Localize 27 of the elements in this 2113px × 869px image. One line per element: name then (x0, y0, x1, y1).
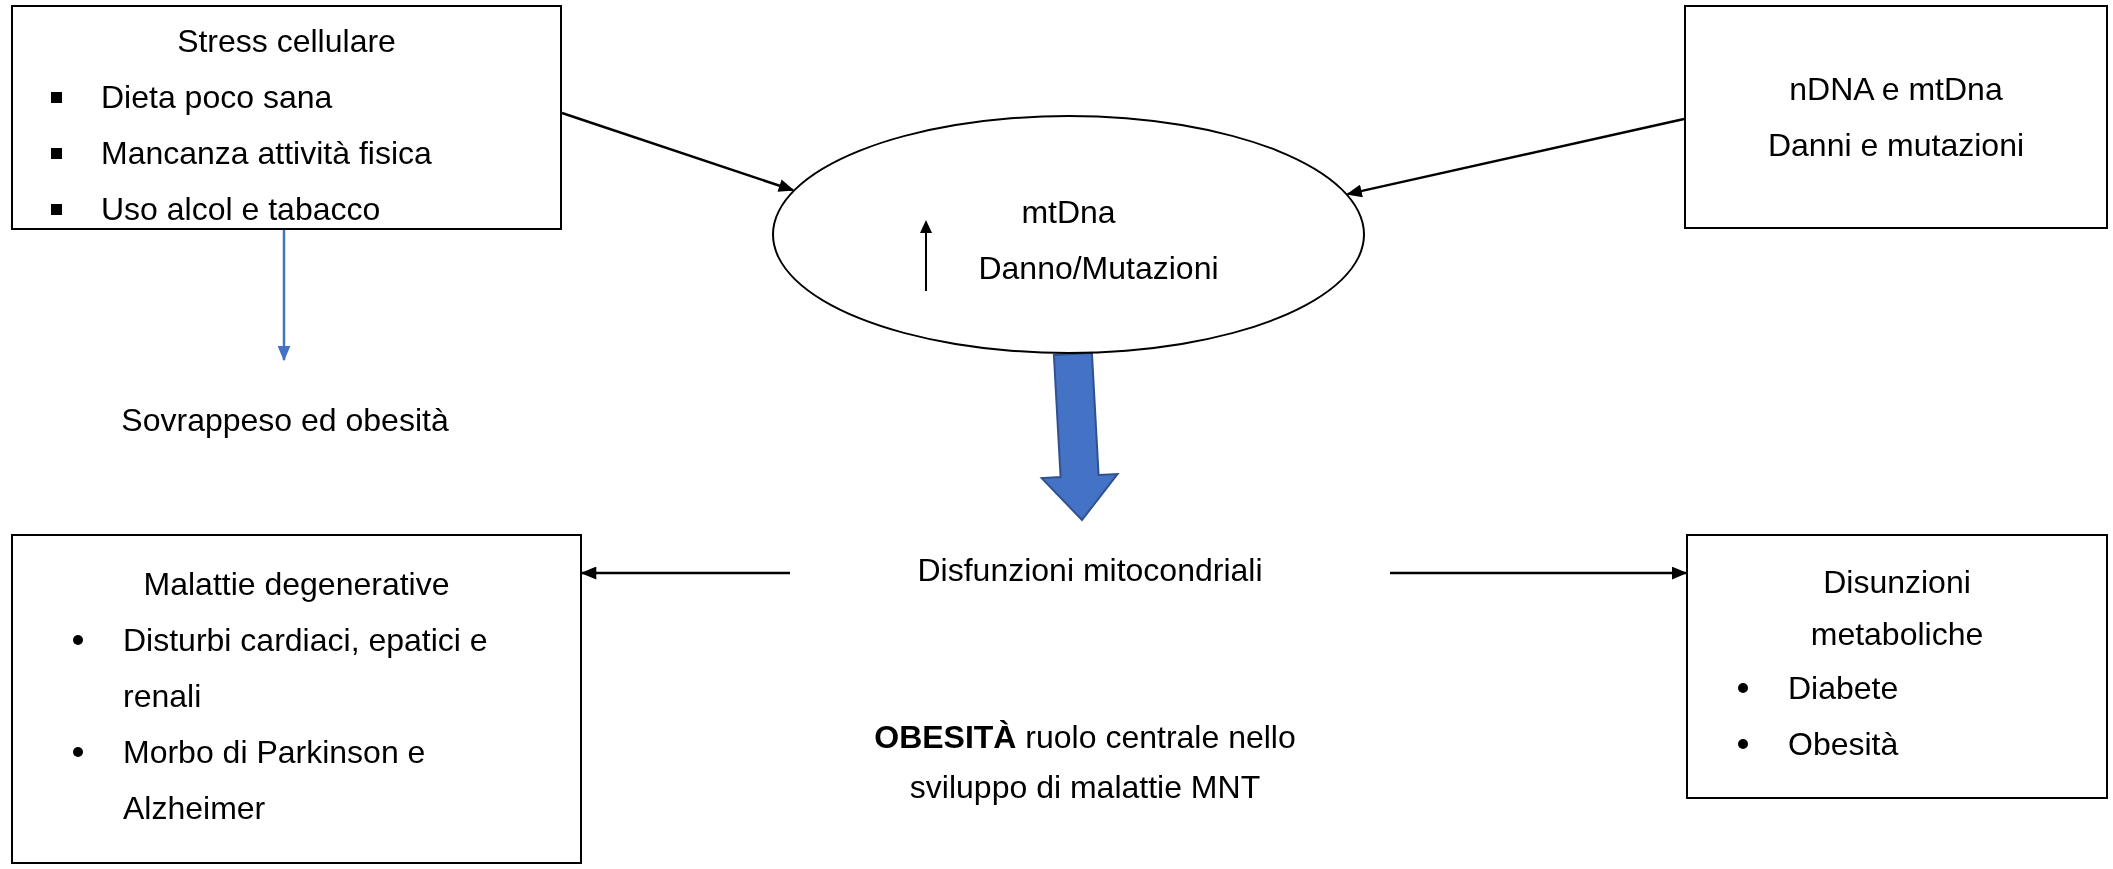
arrow (561, 111, 795, 192)
cause-box (1684, 5, 2108, 229)
list-item: Morbo di Parkinson e Alzheimer (43, 724, 550, 836)
oval-node (772, 115, 1365, 354)
arrow (277, 230, 291, 362)
cause-box (11, 5, 562, 230)
outcome-box (11, 534, 582, 864)
note-text: OBESITÀ ruolo centrale nello sviluppo di malattie MNT (873, 718, 1297, 807)
node-text: Danno/Mutazioni (978, 248, 1219, 288)
node-text: Disfunzioni mitocondriali (917, 551, 1263, 590)
box-heading: Malattie degenerative (143, 565, 450, 604)
node-text: Sovrappeso ed obesità (121, 401, 449, 440)
arrow (1390, 566, 1688, 580)
list-item: Mancanza attività fisica (43, 125, 530, 181)
arrow (580, 566, 790, 580)
box-heading: Stress cellulare (177, 22, 396, 61)
list-item: Disturbi cardiaci, epatici e renali (43, 612, 550, 724)
list-item: Diabete (1708, 660, 2086, 716)
arrow (1346, 117, 1685, 198)
block-arrow (1039, 351, 1120, 522)
box-heading: Disunzioni metaboliche (1809, 563, 1985, 654)
list-item: Obesità (1708, 716, 2086, 772)
list-item: Dieta poco sana (43, 69, 530, 125)
node-text: mtDna (1021, 192, 1116, 232)
node-text: nDNA e mtDna Danni e mutazioni (1766, 70, 2026, 165)
list-item: Uso alcol e tabacco (43, 181, 530, 237)
outcome-box (1686, 534, 2108, 799)
